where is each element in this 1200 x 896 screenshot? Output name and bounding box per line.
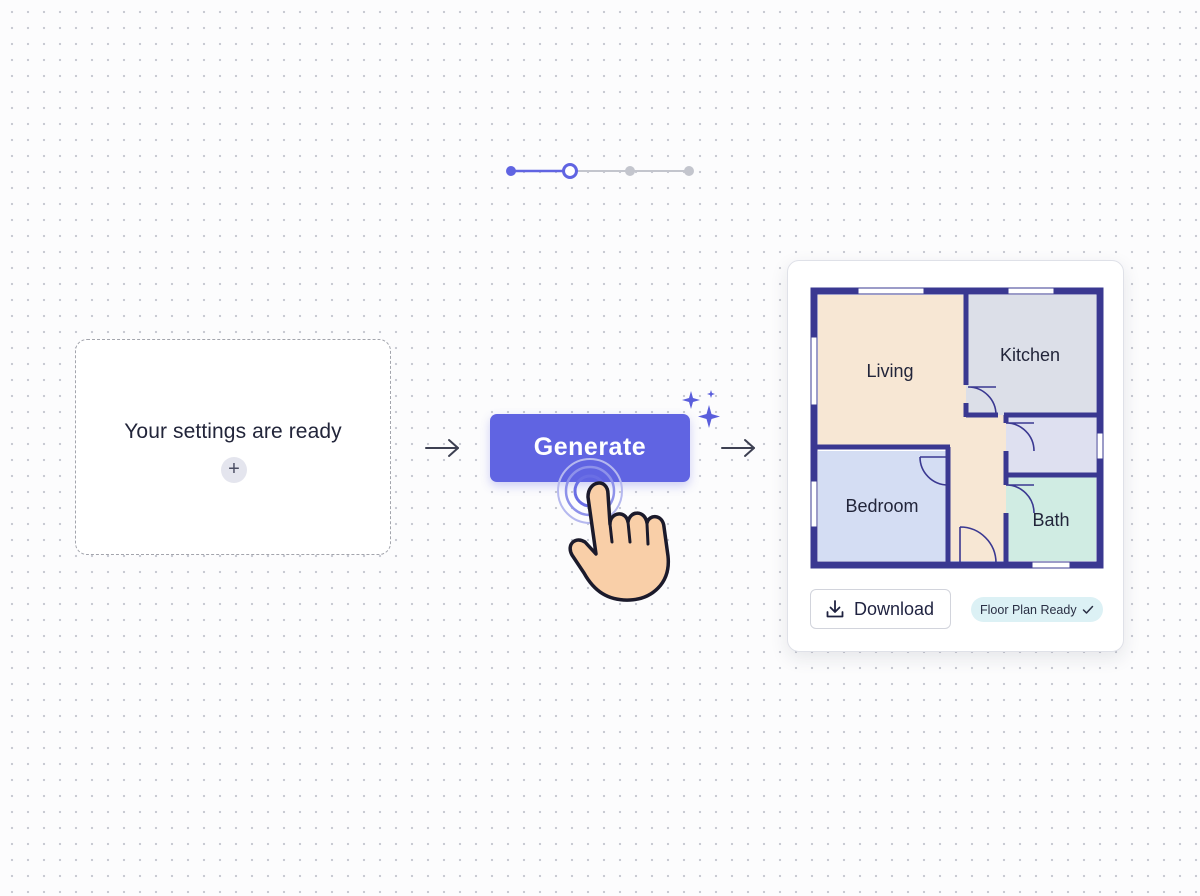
room-label-kitchen: Kitchen [1000, 345, 1060, 365]
door-swings [919, 386, 1035, 564]
sparkles-icon [682, 390, 720, 428]
generate-button[interactable]: Generate [490, 414, 690, 482]
windows [810, 287, 1104, 569]
download-icon [826, 600, 844, 618]
check-icon [1082, 605, 1093, 614]
settings-status-text: Your settings are ready [124, 420, 342, 443]
stepper-dot-4[interactable] [684, 166, 694, 176]
room-living [818, 295, 966, 447]
download-button[interactable]: Download [810, 589, 951, 629]
floor-plan-image: Living Kitchen Bedroom Bath [810, 287, 1104, 569]
status-badge: Floor Plan Ready [971, 597, 1103, 622]
stepper-dot-1[interactable] [506, 166, 516, 176]
result-card: Living Kitchen Bedroom Bath Download Flo… [787, 260, 1124, 652]
status-label: Floor Plan Ready [980, 602, 1077, 617]
room-bath [1006, 477, 1096, 561]
add-settings-button[interactable]: + [221, 457, 247, 483]
inner-walls [816, 293, 1098, 563]
stepper-dot-2-current[interactable] [562, 163, 578, 179]
room-label-living: Living [866, 361, 913, 381]
download-label: Download [854, 598, 935, 619]
room-bedroom [818, 451, 948, 561]
plus-icon: + [228, 458, 240, 480]
pointing-hand-icon [557, 458, 670, 602]
room-label-bedroom: Bedroom [845, 496, 918, 516]
stepper-dot-3[interactable] [625, 166, 635, 176]
arrow-right-icon [425, 439, 459, 457]
arrow-right-icon [721, 439, 755, 457]
hallway [948, 415, 1006, 561]
settings-card: Your settings are ready + [75, 339, 391, 555]
outer-walls [810, 287, 1104, 569]
room-label-bath: Bath [1032, 510, 1069, 530]
stepper-track [506, 163, 694, 179]
